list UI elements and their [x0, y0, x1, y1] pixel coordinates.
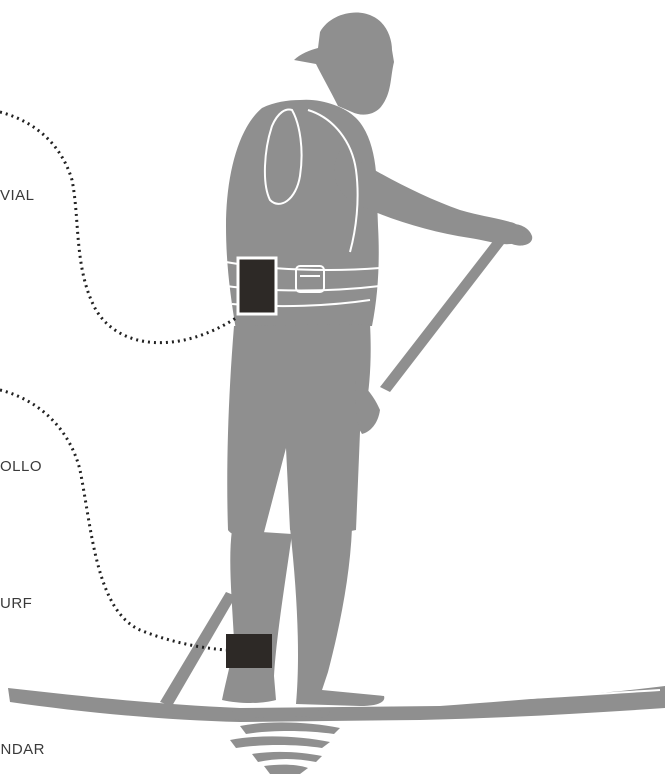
ankle-leash-cuff [226, 634, 272, 668]
waist-leash-pouch [238, 258, 276, 314]
leader-line-ankle [0, 390, 226, 650]
head [294, 13, 394, 115]
label-standard-leash: ÁNDAR [0, 741, 45, 758]
label-waist-leash: VIAL [0, 187, 35, 204]
label-ankle-leash: OLLO [0, 458, 42, 475]
front-leg [222, 530, 292, 703]
paddler-silhouette [222, 13, 523, 706]
shorts [227, 324, 370, 540]
label-surf-leash: URF [0, 595, 32, 612]
paddle-shaft [380, 236, 507, 392]
back-leg [290, 528, 384, 706]
leader-line-waist [0, 112, 236, 343]
